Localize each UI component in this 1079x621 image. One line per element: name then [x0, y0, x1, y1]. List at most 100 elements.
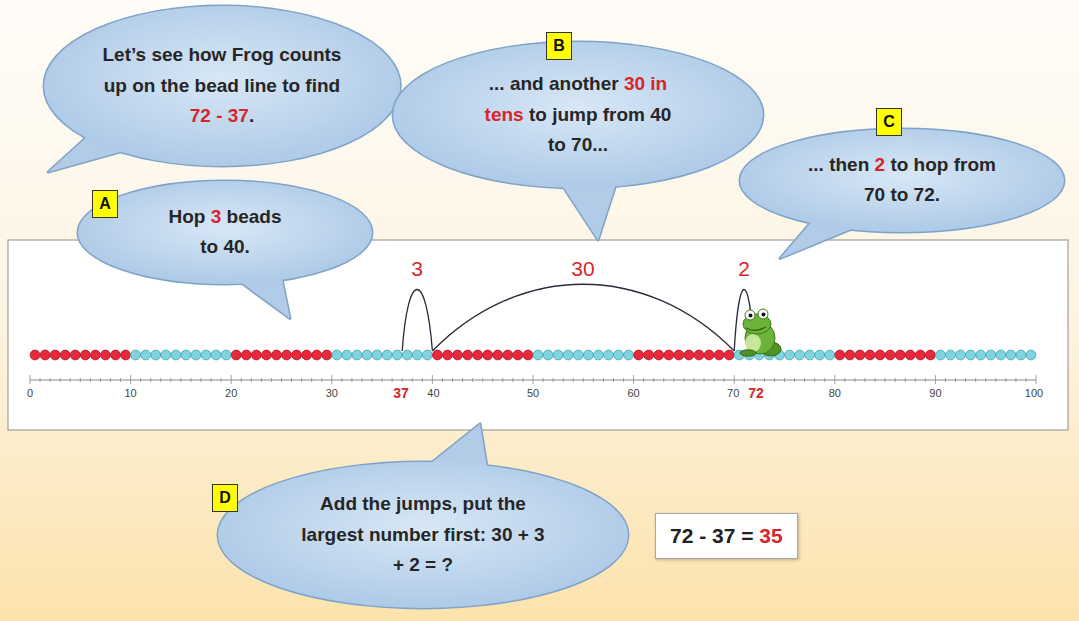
bead: [936, 350, 946, 360]
bead: [684, 350, 694, 360]
answer-text: 72 - 37 = 35: [656, 514, 797, 558]
bead: [131, 350, 141, 360]
axis-tick: [502, 378, 503, 382]
frog-part: [758, 309, 768, 319]
bead: [875, 350, 885, 360]
axis-number: 20: [225, 388, 237, 399]
axis-tick: [341, 378, 342, 382]
frog-part: [740, 350, 756, 356]
jump-arc: [432, 284, 734, 351]
axis-tick: [512, 378, 513, 382]
axis-tick: [704, 378, 705, 382]
bead: [624, 350, 634, 360]
bead: [1026, 350, 1036, 360]
text-run: C: [883, 113, 895, 130]
axis-tick: [291, 378, 292, 382]
bubble-text: Let’s see how Frog counts up on the bead…: [102, 40, 342, 131]
axis-tick: [583, 378, 584, 382]
bubble-ellipse: [44, 6, 400, 166]
highlight-run: 35: [759, 524, 782, 547]
bead: [674, 350, 684, 360]
step-letter-text: A: [93, 191, 117, 217]
bead: [171, 350, 181, 360]
axis-number: 60: [627, 388, 639, 399]
bead: [825, 350, 835, 360]
axis-number: 0: [27, 388, 33, 399]
axis-tick: [281, 378, 282, 382]
text-run: 72 - 37 =: [670, 524, 759, 547]
bead: [563, 350, 573, 360]
bead: [956, 350, 966, 360]
axis-tick: [331, 375, 332, 384]
text-run: ... then: [808, 154, 875, 175]
axis-number: 40: [427, 388, 439, 399]
bead: [241, 350, 251, 360]
bead: [151, 350, 161, 360]
axis-tick: [231, 375, 232, 384]
axis-tick: [90, 378, 91, 382]
bead: [443, 350, 453, 360]
bead: [654, 350, 664, 360]
bead: [70, 350, 80, 360]
axis-tick: [160, 378, 161, 382]
bead: [372, 350, 382, 360]
axis-tick: [643, 378, 644, 382]
bead: [302, 350, 312, 360]
frog-part: [745, 310, 755, 320]
bead: [161, 350, 171, 360]
axis-tick: [251, 378, 252, 382]
bead: [533, 350, 543, 360]
axis-tick: [1036, 375, 1037, 384]
bead: [111, 350, 121, 360]
bubble-ellipse: [393, 42, 763, 188]
axis-tick: [201, 378, 202, 382]
bead: [483, 350, 493, 360]
axis-tick: [915, 378, 916, 382]
bead: [986, 350, 996, 360]
bead: [191, 350, 201, 360]
bead: [724, 350, 734, 360]
bead: [976, 350, 986, 360]
bead: [1006, 350, 1016, 360]
bead: [342, 350, 352, 360]
axis-tick: [814, 378, 815, 382]
bead: [905, 350, 915, 360]
bead: [583, 350, 593, 360]
speech-bubble: Let’s see how Frog counts up on the bead…: [44, 6, 400, 166]
jump-size: 30: [571, 258, 594, 279]
bead: [523, 350, 533, 360]
bead: [835, 350, 845, 360]
bead: [573, 350, 583, 360]
axis-tick: [573, 378, 574, 382]
bubble-ellipse: [44, 6, 400, 166]
bead: [815, 350, 825, 360]
axis-tick: [955, 378, 956, 382]
bead: [865, 350, 875, 360]
marked-number: 37: [393, 386, 409, 400]
axis-tick: [875, 378, 876, 382]
axis-tick: [935, 375, 936, 384]
bead: [312, 350, 322, 360]
jump-arc: [402, 290, 432, 352]
axis-tick: [724, 378, 725, 382]
text-run: Hop: [169, 206, 211, 227]
bead: [392, 350, 402, 360]
bubble-ellipse: [78, 181, 372, 284]
axis-number: 70: [727, 388, 739, 399]
axis-tick: [925, 378, 926, 382]
bead: [946, 350, 956, 360]
highlight-run: 2: [875, 154, 886, 175]
bubble-tail: [560, 180, 617, 240]
step-letter-text: C: [877, 109, 901, 135]
highlight-run: 72 - 37: [190, 105, 249, 126]
axis-tick: [130, 375, 131, 384]
highlight-run: 30: [624, 73, 645, 94]
bead: [352, 350, 362, 360]
axis-number: 50: [527, 388, 539, 399]
jump-size: 3: [411, 258, 423, 279]
text-run: .: [249, 105, 254, 126]
axis-tick: [60, 378, 61, 382]
bead: [382, 350, 392, 360]
bead: [915, 350, 925, 360]
text-run: A: [99, 195, 111, 212]
